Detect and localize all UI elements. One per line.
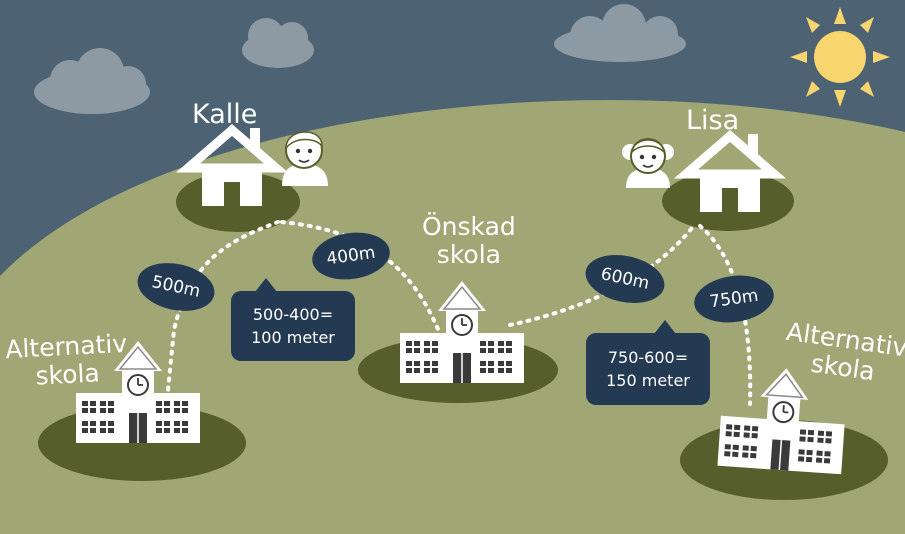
lisa-callout-line-1: 750-600= bbox=[607, 347, 689, 367]
lisa-name-label: Lisa bbox=[686, 105, 740, 136]
lisa-difference-callout: 750-600= 150 meter bbox=[586, 320, 710, 405]
cloud-icon bbox=[554, 4, 686, 62]
cloud-icon bbox=[242, 18, 314, 68]
sun-icon bbox=[790, 7, 890, 107]
girl-icon bbox=[622, 138, 674, 188]
alt-school-left-label: Alternativ skola bbox=[4, 328, 129, 391]
kalle-callout-line-1: 500-400= bbox=[252, 304, 334, 324]
preferred-school-label: Önskad skola bbox=[422, 213, 516, 268]
kalle-callout-line-2: 100 meter bbox=[251, 328, 335, 347]
kalle-difference-callout: 500-400= 100 meter bbox=[231, 278, 355, 361]
boy-icon bbox=[282, 131, 328, 186]
kalle-name-label: Kalle bbox=[192, 99, 258, 130]
preferred-school-line-2: skola bbox=[436, 239, 501, 269]
alt-school-left-line-1: Alternativ bbox=[4, 328, 128, 365]
lisa-callout-line-2: 150 meter bbox=[606, 371, 690, 390]
cloud-icon bbox=[34, 48, 150, 114]
preferred-school-line-1: Önskad bbox=[422, 212, 516, 241]
